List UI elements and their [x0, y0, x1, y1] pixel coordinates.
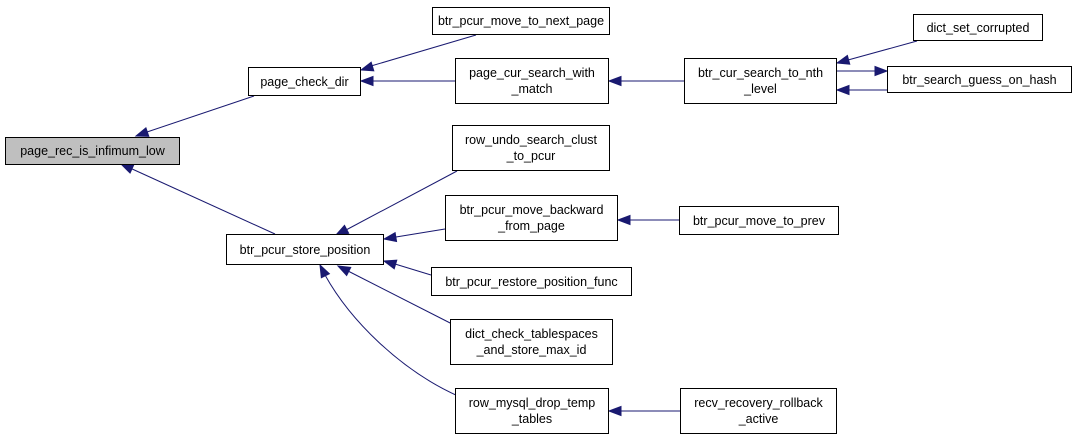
edge-line	[129, 167, 276, 235]
node-btr-pcur-move-to-next-page[interactable]: btr_pcur_move_to_next_page	[432, 7, 610, 35]
node-label: page_check_dir	[260, 74, 349, 89]
edge-n_bcur-to-n_pcsm	[607, 75, 684, 87]
edge-layer	[119, 34, 918, 417]
node-dict-check-tablespaces-and-store-max-id[interactable]: dict_check_tablespaces _and_store_max_id	[450, 319, 613, 365]
edge-n_bsg-to-n_bcur	[835, 84, 887, 96]
node-recv-recovery-rollback-active[interactable]: recv_recovery_rollback _active	[680, 388, 837, 434]
node-btr-pcur-restore-position-func[interactable]: btr_pcur_restore_position_func	[431, 267, 632, 296]
edge-n_pcsm-to-n_pcd	[359, 75, 455, 87]
node-btr-pcur-move-backward-from-page[interactable]: btr_pcur_move_backward _from_page	[445, 195, 618, 241]
edge-n_rmdt-to-n_bstore	[319, 263, 459, 397]
node-label: btr_cur_search_to_nth _level	[697, 66, 824, 96]
edge-arrowhead	[835, 84, 850, 96]
node-label: btr_pcur_move_to_next_page	[437, 14, 605, 28]
edge-line	[847, 40, 918, 61]
edge-n_rusc-to-n_bstore	[334, 170, 458, 236]
edge-arrowhead	[336, 265, 352, 277]
edge-arrowhead	[119, 163, 135, 174]
edge-arrowhead	[359, 61, 375, 72]
edge-line	[394, 263, 432, 276]
edge-n_bprev-to-n_bmb	[616, 214, 679, 226]
edge-n_dct-to-n_bstore	[336, 265, 459, 328]
node-label: btr_pcur_move_backward _from_page	[459, 203, 604, 233]
node-label: recv_recovery_rollback _active	[694, 396, 823, 426]
edge-line	[395, 228, 446, 238]
edge-n_next-to-n_pcd	[359, 34, 477, 72]
edge-arrowhead	[319, 263, 331, 279]
edge-arrowhead	[607, 405, 622, 417]
edge-line	[324, 274, 459, 397]
edge-n_bstore-to-n_root	[119, 163, 276, 235]
edge-line	[370, 34, 477, 67]
node-btr-cur-search-to-nth-level[interactable]: btr_cur_search_to_nth _level	[684, 58, 837, 104]
node-label: page_cur_search_with _match	[469, 66, 595, 96]
edge-arrowhead	[874, 65, 889, 77]
edge-line	[347, 270, 459, 328]
node-label: btr_pcur_restore_position_func	[445, 274, 618, 289]
node-label: dict_check_tablespaces _and_store_max_id	[465, 327, 598, 357]
node-label: btr_search_guess_on_hash	[902, 72, 1057, 87]
node-row-undo-search-clust-to-pcur[interactable]: row_undo_search_clust _to_pcur	[452, 125, 610, 171]
node-page-cur-search-with-match[interactable]: page_cur_search_with _match	[455, 58, 609, 104]
edge-arrowhead	[835, 54, 851, 65]
edge-arrowhead	[382, 259, 398, 270]
edge-n_bmb-to-n_bstore	[382, 228, 446, 243]
node-label: btr_pcur_store_position	[239, 242, 371, 257]
edge-arrowhead	[134, 127, 150, 137]
node-label: dict_set_corrupted	[926, 20, 1030, 35]
node-label: page_rec_is_infimum_low	[20, 144, 165, 158]
edge-arrowhead	[359, 75, 374, 87]
node-btr-pcur-move-to-prev[interactable]: btr_pcur_move_to_prev	[679, 206, 839, 235]
node-page-check-dir[interactable]: page_check_dir	[248, 67, 361, 96]
edge-arrowhead	[616, 214, 631, 226]
edge-n_pcd-to-n_root	[134, 95, 255, 137]
edge-n_recv-to-n_rmdt	[607, 405, 680, 417]
node-row-mysql-drop-temp-tables[interactable]: row_mysql_drop_temp _tables	[455, 388, 609, 434]
node-label: row_undo_search_clust _to_pcur	[464, 133, 598, 163]
edge-arrowhead	[607, 75, 622, 87]
node-label: btr_pcur_move_to_prev	[692, 213, 826, 228]
edge-n_brest-to-n_bstore	[382, 259, 432, 276]
edge-n_dict-to-n_bcur	[835, 40, 918, 65]
node-page-rec-is-infimum-low: page_rec_is_infimum_low	[5, 137, 180, 165]
node-btr-pcur-store-position[interactable]: btr_pcur_store_position	[226, 234, 384, 265]
node-btr-search-guess-on-hash[interactable]: btr_search_guess_on_hash	[887, 66, 1072, 93]
node-dict-set-corrupted[interactable]: dict_set_corrupted	[913, 14, 1043, 41]
edge-line	[146, 95, 255, 133]
edge-arrowhead	[382, 231, 398, 243]
edge-line	[345, 170, 458, 231]
edge-n_bcur-to-n_bsg	[837, 65, 889, 77]
node-label: row_mysql_drop_temp _tables	[468, 396, 596, 426]
